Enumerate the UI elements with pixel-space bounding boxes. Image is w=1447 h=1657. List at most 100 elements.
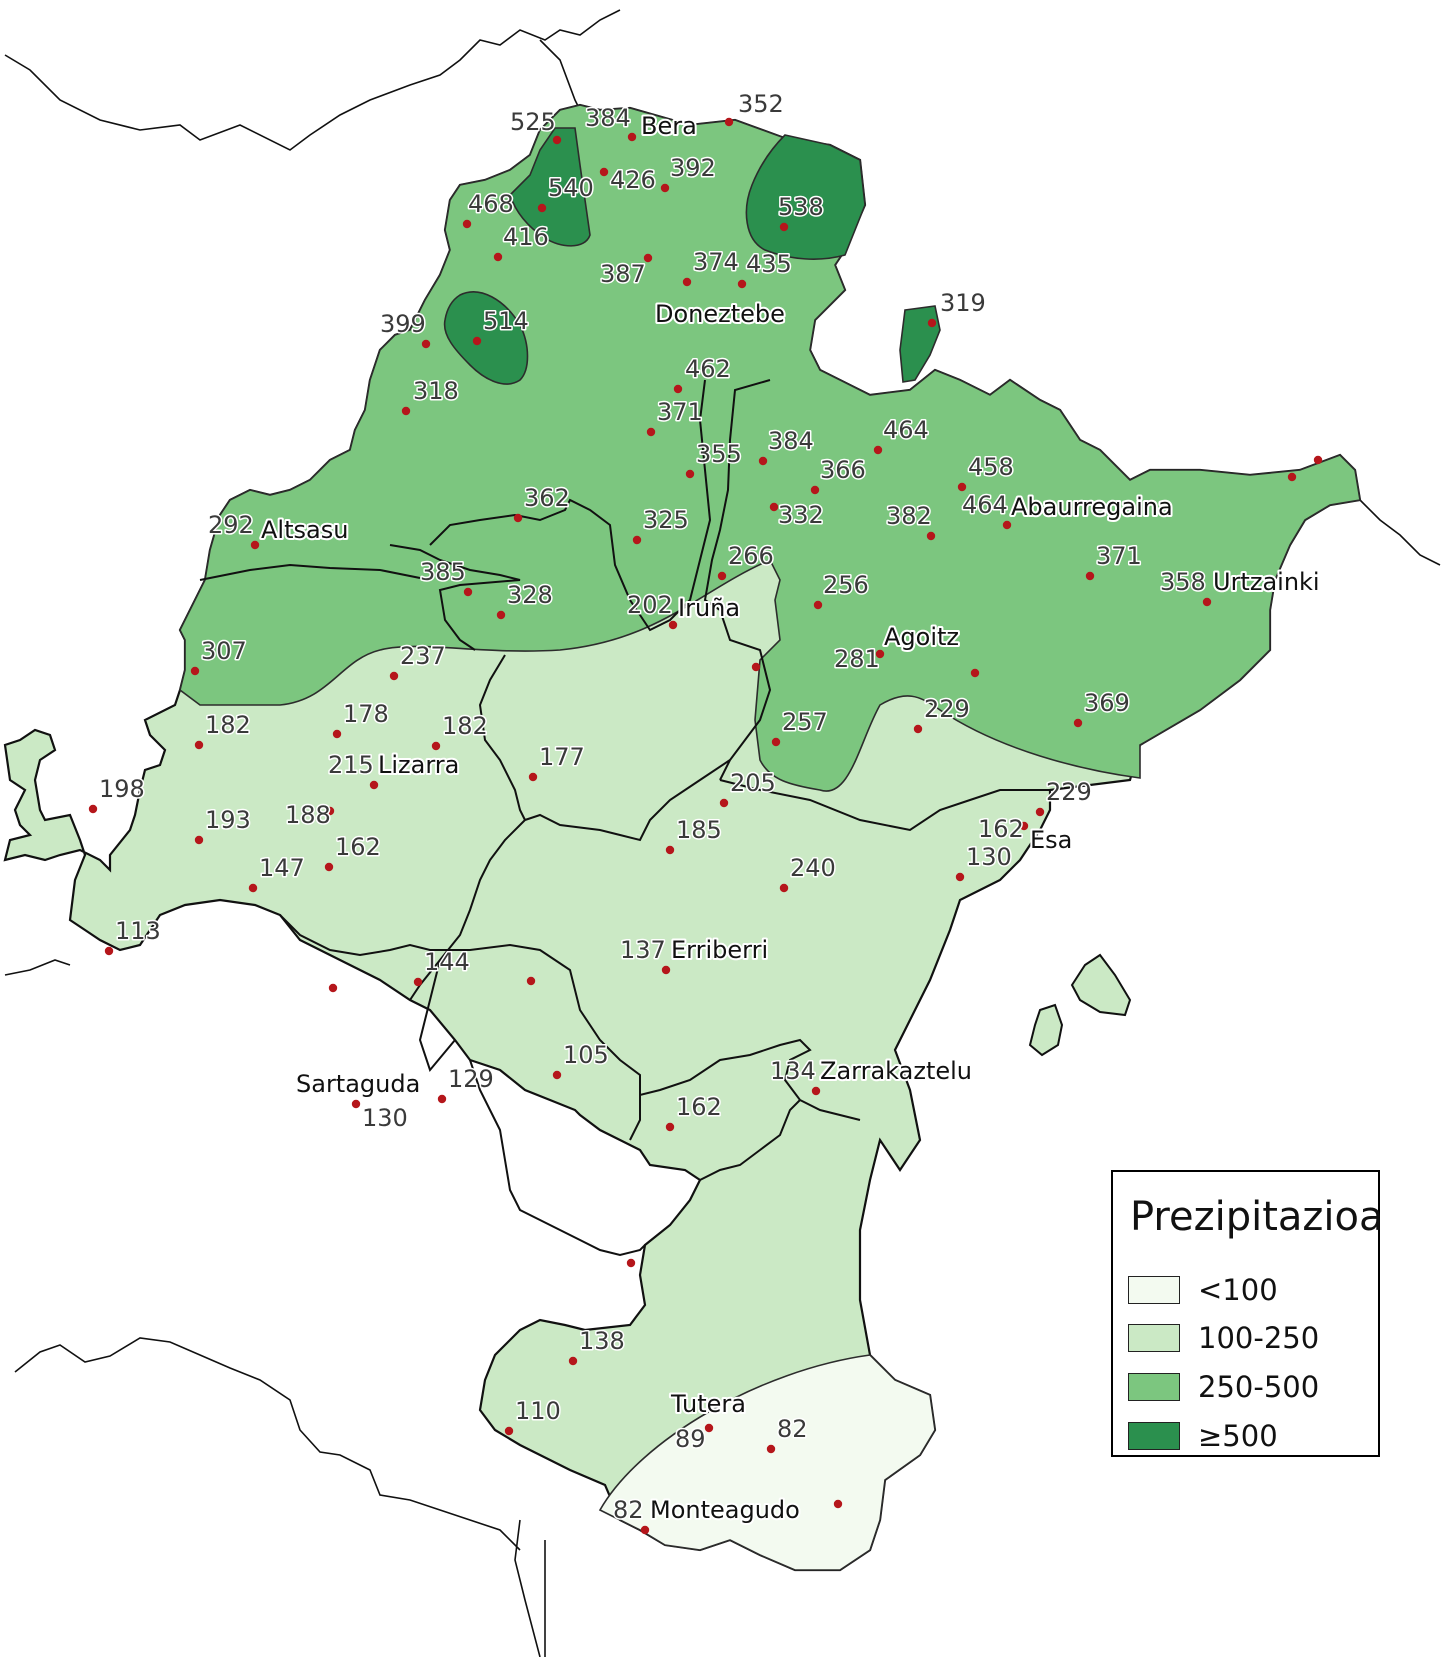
- station-point: [568, 1356, 578, 1366]
- enclave-east-2: [1028, 1003, 1064, 1057]
- station-value-label: 144: [424, 948, 470, 976]
- station-point: [766, 1444, 776, 1454]
- station-point: [668, 620, 678, 630]
- station-point: [913, 724, 923, 734]
- station-value-label: 182: [442, 712, 488, 740]
- station-value-label: 426: [610, 166, 656, 194]
- station-point: [431, 741, 441, 751]
- town-label-abaurregaina: Abaurregaina: [1011, 493, 1173, 521]
- station-point: [369, 780, 379, 790]
- station-value-label: 369: [1084, 689, 1130, 717]
- station-point: [955, 872, 965, 882]
- station-point: [552, 1070, 562, 1080]
- station-value-label: 256: [823, 571, 869, 599]
- station-value-label: 182: [205, 711, 251, 739]
- station-point: [351, 1099, 361, 1109]
- station-value-label: 362: [524, 484, 570, 512]
- station-value-label: 382: [886, 502, 932, 530]
- station-value-label: 205: [730, 769, 776, 797]
- station-point: [504, 1426, 514, 1436]
- station-point: [873, 445, 883, 455]
- station-value-label: 325: [643, 506, 689, 534]
- station-value-label: 134: [770, 1057, 816, 1085]
- town-label-agoitz: Agoitz: [884, 623, 959, 651]
- station-value-label: 89: [675, 1425, 706, 1453]
- station-value-label: 416: [503, 223, 549, 251]
- legend-label: <100: [1198, 1273, 1278, 1307]
- station-point: [248, 883, 258, 893]
- station-value-label: 468: [468, 190, 514, 218]
- town-label-urtzainki: Urtzainki: [1213, 568, 1320, 596]
- station-point: [1073, 718, 1083, 728]
- station-value-label: 540: [548, 174, 594, 202]
- legend-item-lt100: <100: [1128, 1273, 1278, 1307]
- legend-label: 100-250: [1198, 1321, 1320, 1355]
- station-point: [462, 219, 472, 229]
- station-point: [769, 502, 779, 512]
- station-point: [779, 222, 789, 232]
- legend-item-gte500: ≥500: [1128, 1419, 1278, 1453]
- station-value-label: 392: [670, 154, 716, 182]
- station-point: [250, 540, 260, 550]
- station-point: [626, 1258, 636, 1268]
- station-point: [665, 845, 675, 855]
- legend-item-100-250: 100-250: [1128, 1321, 1320, 1355]
- station-value-label: 366: [820, 456, 866, 484]
- station-point: [528, 772, 538, 782]
- station-point: [724, 117, 734, 127]
- station-point: [1019, 821, 1029, 831]
- station-value-label: 137: [620, 936, 666, 964]
- station-point: [194, 740, 204, 750]
- station-point: [661, 965, 671, 975]
- station-point: [685, 469, 695, 479]
- station-value-label: 82: [777, 1415, 808, 1443]
- station-point: [513, 513, 523, 523]
- town-label-altsasu: Altsasu: [261, 516, 348, 544]
- station-value-label: 202: [627, 591, 673, 619]
- station-point: [1313, 455, 1323, 465]
- zone-below-100: [598, 1354, 936, 1571]
- station-point: [389, 671, 399, 681]
- station-point: [719, 798, 729, 808]
- station-value-label: 307: [201, 637, 247, 665]
- zone-500-west: [443, 291, 529, 385]
- station-value-label: 328: [507, 581, 553, 609]
- station-point: [632, 535, 642, 545]
- station-point: [810, 485, 820, 495]
- station-point: [332, 729, 342, 739]
- town-label-doneztebe: Doneztebe: [655, 300, 785, 328]
- station-value-label: 82: [613, 1496, 644, 1524]
- station-value-label: 129: [448, 1065, 494, 1093]
- zone-500-north-east: [745, 134, 866, 260]
- station-point: [627, 132, 637, 142]
- station-point: [493, 252, 503, 262]
- station-point: [1085, 571, 1095, 581]
- station-point: [758, 456, 768, 466]
- station-point: [325, 806, 335, 816]
- station-value-label: 399: [380, 310, 426, 338]
- station-value-label: 162: [335, 833, 381, 861]
- district-borders: [199, 379, 1050, 1257]
- station-point: [646, 427, 656, 437]
- station-value-label: 105: [563, 1041, 609, 1069]
- station-value-label: 229: [924, 695, 970, 723]
- town-label-bera: Bera: [641, 112, 697, 140]
- town-label-lizarra: Lizarra: [378, 751, 459, 779]
- legend-swatch: [1128, 1373, 1180, 1401]
- station-point: [88, 804, 98, 814]
- station-value-label: 185: [676, 816, 722, 844]
- station-point: [194, 835, 204, 845]
- legend-swatch: [1128, 1276, 1180, 1304]
- legend-swatch: [1128, 1324, 1180, 1352]
- station-value-label: 110: [515, 1397, 561, 1425]
- station-point: [665, 1122, 675, 1132]
- station-value-label: 138: [579, 1327, 625, 1355]
- station-value-label: 178: [343, 700, 389, 728]
- station-value-label: 198: [99, 775, 145, 803]
- station-value-label: 237: [400, 642, 446, 670]
- station-value-label: 130: [966, 843, 1012, 871]
- station-value-label: 240: [790, 854, 836, 882]
- station-point: [751, 662, 761, 672]
